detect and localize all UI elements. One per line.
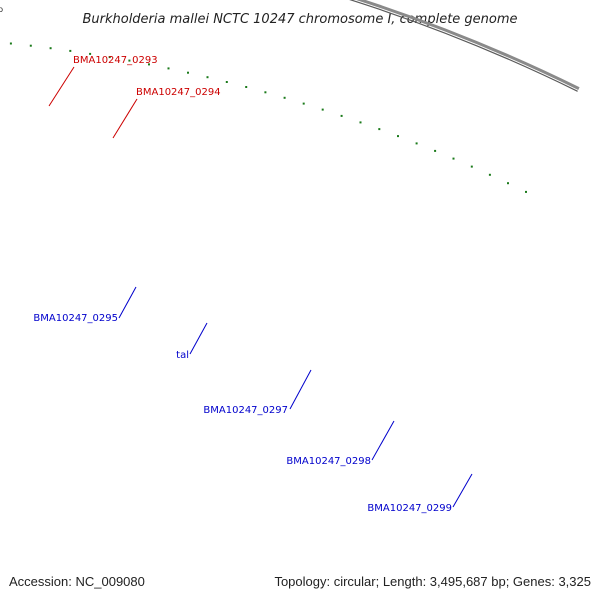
dots-inner-dot	[488, 173, 491, 176]
gene-label-leader	[189, 322, 208, 355]
topology-text: Topology: circular; Length: 3,495,687 bp…	[274, 574, 591, 589]
dots-inner-dot	[283, 96, 286, 99]
dots-inner-dot	[378, 128, 381, 131]
kbp-scale: 282 kbp283 kbp284 kbp285 kbp286 kbp287 k…	[0, 5, 3, 14]
dots-inner-dot	[206, 76, 209, 79]
dots-inner-dot	[245, 86, 248, 88]
dots-inner-dot	[302, 102, 305, 105]
dots-inner-dot	[415, 142, 418, 145]
gene-label[interactable]: BMA10247_0295	[33, 313, 118, 324]
map-title: Burkholderia mallei NCTC 10247 chromosom…	[82, 12, 517, 27]
dots-inner-dot	[434, 149, 437, 152]
accession-text: Accession: NC_009080	[9, 574, 145, 589]
gene-label[interactable]: BMA10247_0297	[203, 405, 288, 416]
dots-inner-dot	[397, 135, 399, 138]
dots-inner-dot	[148, 63, 150, 66]
gene-label-leader	[289, 369, 312, 410]
dots-inner-dot	[525, 190, 527, 193]
gene-labels: BMA10247_0293BMA10247_0294BMA10247_0295t…	[33, 55, 473, 514]
dots-inner-dot	[452, 157, 455, 160]
dots-inner-dot	[49, 47, 52, 50]
gene-label-leader	[112, 98, 138, 139]
dots-inner-dot	[89, 52, 92, 55]
dots-inner-dot	[69, 49, 72, 52]
gene-label[interactable]: tal	[176, 350, 189, 361]
gene-label[interactable]: BMA10247_0294	[136, 87, 221, 98]
gene-label-leader	[48, 66, 75, 107]
dots-inner-dot	[321, 108, 324, 111]
dots-inner-dot	[187, 71, 189, 74]
dots-inner-dot	[359, 121, 362, 124]
dots-inner-dot	[470, 165, 473, 168]
dots-inner-dot	[225, 81, 228, 83]
gene-label[interactable]: BMA10247_0293	[73, 55, 158, 66]
gene-label[interactable]: BMA10247_0298	[286, 456, 371, 467]
dots-inner-dot	[108, 56, 111, 59]
dots-inner-dot	[128, 59, 131, 62]
chromosome-backbone	[348, 0, 580, 92]
dots-inner-dot	[9, 42, 12, 45]
backbone-line-inner	[348, 0, 578, 92]
dots-inner-dot	[507, 182, 509, 185]
backbone-line-outer	[355, 0, 580, 90]
gene-label-leader	[371, 420, 395, 461]
gene-label-leader	[452, 473, 473, 508]
gene-label-leader	[118, 286, 137, 319]
dots-inner-dot	[264, 91, 267, 94]
dotted-guide-tracks	[9, 42, 527, 193]
kbp-tick-label: 289 kbp	[0, 5, 3, 14]
dots-inner-dot	[167, 67, 170, 70]
gene-label[interactable]: BMA10247_0299	[367, 503, 452, 514]
dots-inner-dot	[340, 114, 343, 117]
dots-inner-dot	[29, 44, 32, 47]
